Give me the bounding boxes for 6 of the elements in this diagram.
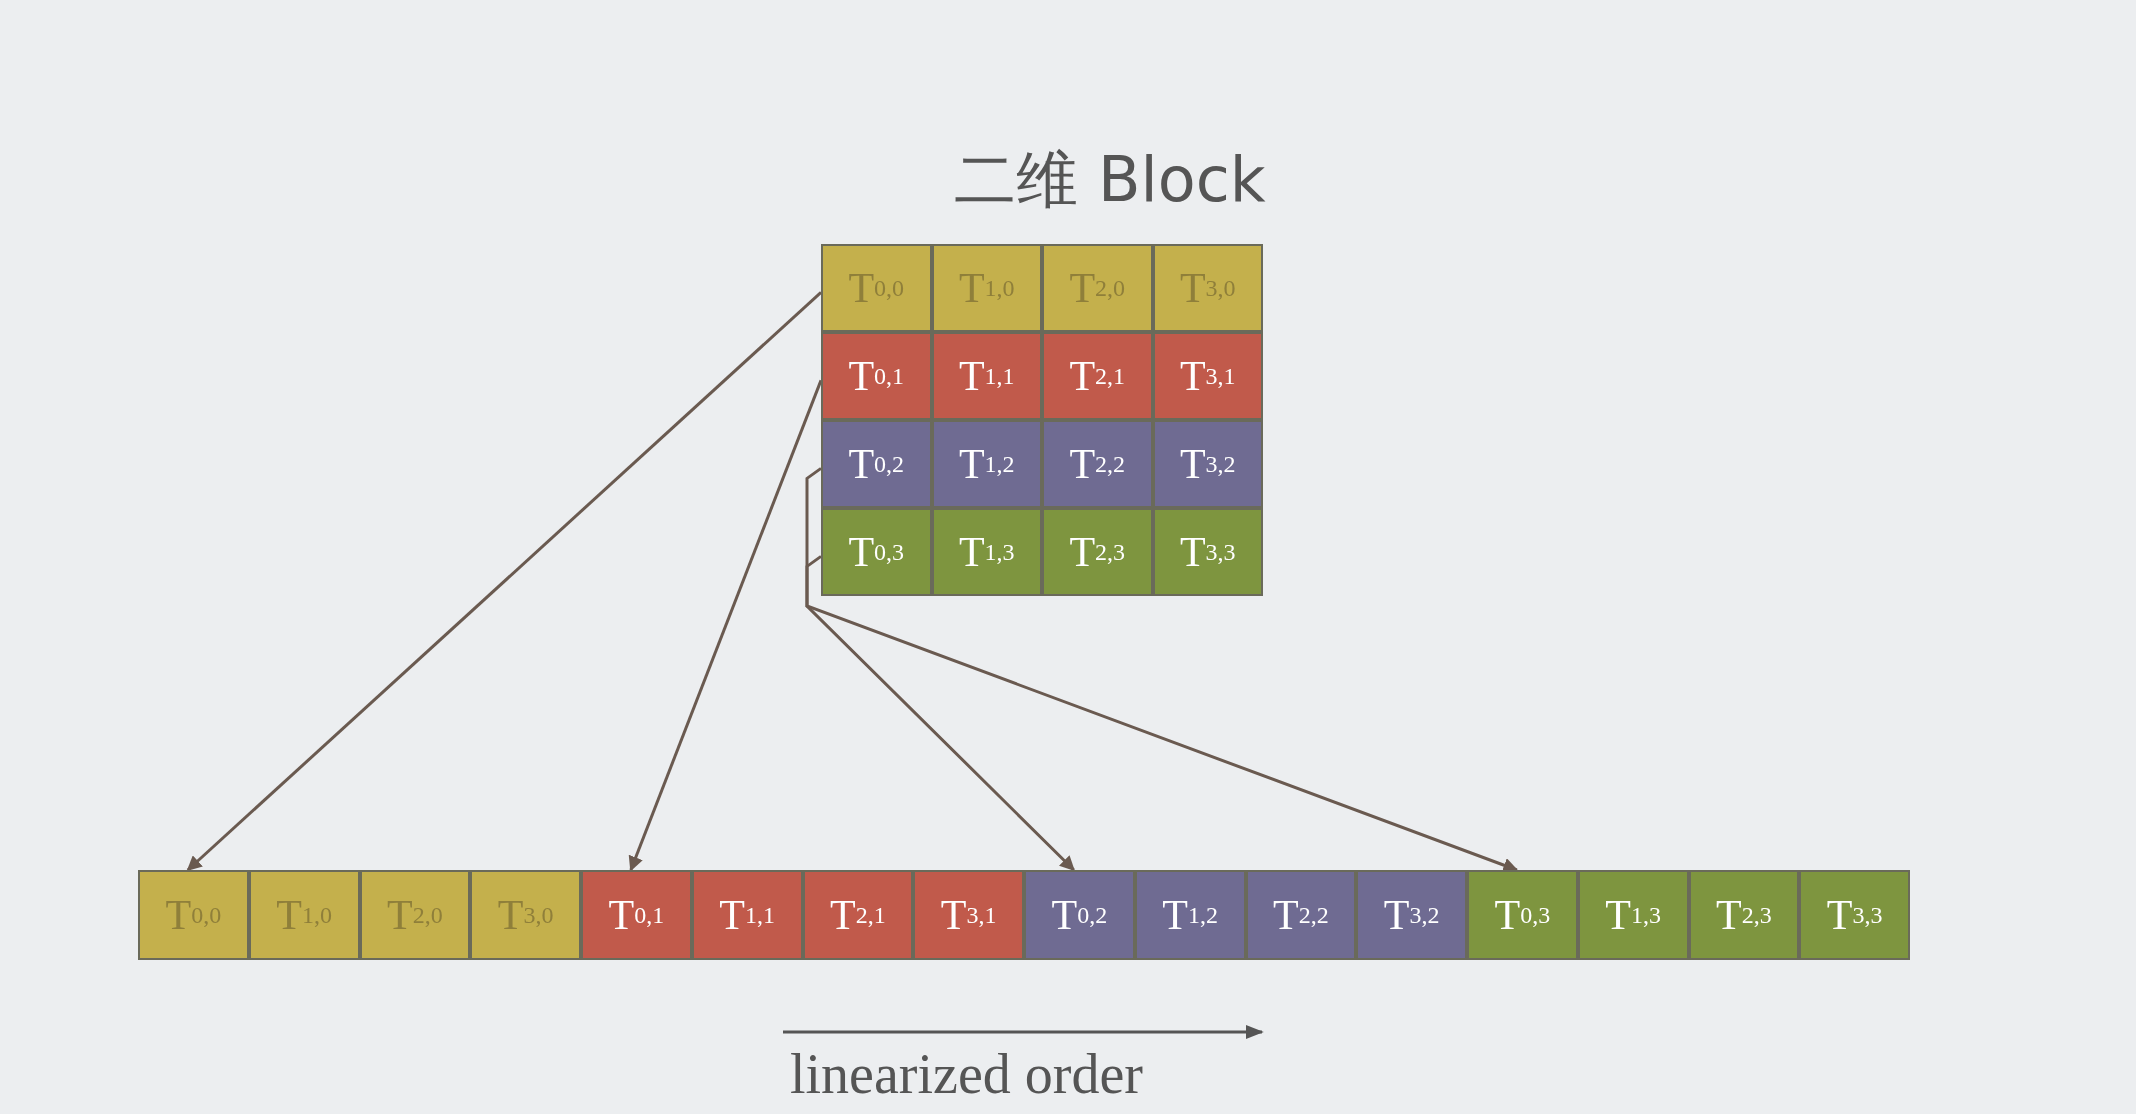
caption-text: linearized order [790,1042,1144,1106]
arrow [628,379,823,872]
arrow [805,555,1519,873]
arrow [805,467,1075,872]
arrow [186,291,822,872]
title: 二维 Block [953,142,1267,218]
